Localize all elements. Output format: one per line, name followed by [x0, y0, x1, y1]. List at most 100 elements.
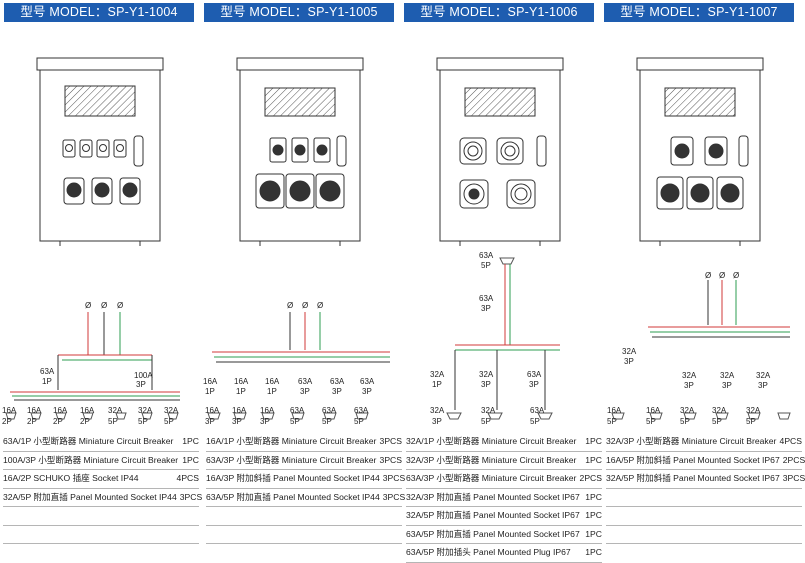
lock-icon	[738, 135, 749, 167]
schematic-label: 32A	[430, 370, 445, 379]
cabinet-1006	[436, 57, 564, 246]
schematic-label: 3P	[684, 381, 694, 390]
table-row	[3, 507, 199, 526]
schematic-label: 3P	[232, 417, 242, 426]
schematic-label: 32A	[108, 406, 123, 415]
schematic-label: 100A	[134, 371, 153, 380]
cabinet-1005	[236, 57, 364, 246]
schematic-label: 5P	[680, 417, 690, 426]
table-row	[206, 526, 402, 544]
schematic-label: 5P	[322, 417, 332, 426]
phase-symbol: Ø	[287, 301, 293, 310]
table-row	[206, 507, 402, 526]
table-row	[3, 526, 199, 544]
schematic-label: 2P	[2, 417, 12, 426]
model-header: 型号 MODEL：SP-Y1-1005	[204, 3, 394, 22]
schematic-label: 63A	[479, 251, 494, 260]
schematic-1007	[611, 280, 791, 420]
breaker-window	[664, 87, 736, 117]
schematic-label: 32A	[680, 406, 695, 415]
schematic-label: 32A	[138, 406, 153, 415]
schematic-label: 63A	[40, 367, 55, 376]
phase-symbol: Ø	[85, 301, 91, 310]
schematic-label: 5P	[164, 417, 174, 426]
panel-sockets	[656, 176, 744, 210]
product-diagram: Ø Ø Ø 63A 1P 100A 3P 16A 2P 16A 2P 16A 2…	[2, 57, 791, 426]
schematic-label: 32A	[164, 406, 179, 415]
schematic-label: 16A	[203, 377, 218, 386]
schematic-label: 63A	[330, 377, 345, 386]
schematic-label: 16A	[80, 406, 95, 415]
schematic-label: 63A	[527, 370, 542, 379]
schematic-label: 32A	[430, 406, 445, 415]
schematic-label: 16A	[260, 406, 275, 415]
schematic-label: 32A	[720, 371, 735, 380]
schematic-label: 32A	[622, 347, 637, 356]
phase-symbol: Ø	[733, 271, 739, 280]
schematic-label: 5P	[712, 417, 722, 426]
schematic-label: 3P	[481, 304, 491, 313]
schematic-label: 3P	[260, 417, 270, 426]
phase-symbol: Ø	[317, 301, 323, 310]
lock-icon	[133, 135, 144, 167]
schematic-1006	[446, 257, 560, 420]
phase-symbol: Ø	[705, 271, 711, 280]
schematic-label: 3P	[362, 387, 372, 396]
schematic-label: 3P	[624, 357, 634, 366]
schematic-label: 3P	[332, 387, 342, 396]
phase-symbol: Ø	[117, 301, 123, 310]
angled-sockets	[670, 136, 728, 166]
model-header: 型号 MODEL：SP-Y1-1006	[404, 3, 594, 22]
schematic-1005	[207, 312, 390, 420]
schematic-label: 1P	[432, 380, 442, 389]
phase-symbol: Ø	[719, 271, 725, 280]
schematic-label: 63A	[354, 406, 369, 415]
schematic-label: 16A	[27, 406, 42, 415]
schematic-label: 5P	[481, 261, 491, 270]
angled-sockets	[269, 137, 331, 163]
schematic-label: 16A	[265, 377, 280, 386]
schematic-label: 5P	[138, 417, 148, 426]
phase-symbol: Ø	[302, 301, 308, 310]
breaker-window	[464, 87, 536, 117]
cabinet-1004	[36, 57, 164, 246]
round-sockets	[459, 137, 536, 209]
schematic-label: 32A	[712, 406, 727, 415]
schematic-label: 5P	[108, 417, 118, 426]
schematic-label: 3P	[529, 380, 539, 389]
table-row	[606, 489, 802, 507]
schematic-label: 5P	[646, 417, 656, 426]
panel-sockets	[63, 177, 141, 205]
schematic-label: 3P	[481, 380, 491, 389]
schematic-label: 32A	[481, 406, 496, 415]
lock-icon	[336, 135, 347, 167]
schematic-1004	[5, 312, 180, 420]
schematic-label: 1P	[236, 387, 246, 396]
schematic-label: 5P	[481, 417, 491, 426]
table-row	[606, 507, 802, 526]
schematic-label: 32A	[746, 406, 761, 415]
schematic-label: 63A	[298, 377, 313, 386]
phase-symbol: Ø	[101, 301, 107, 310]
table-row	[606, 526, 802, 544]
schematic-label: 3P	[136, 380, 146, 389]
schematic-label: 32A	[682, 371, 697, 380]
schematic-label: 3P	[205, 417, 215, 426]
